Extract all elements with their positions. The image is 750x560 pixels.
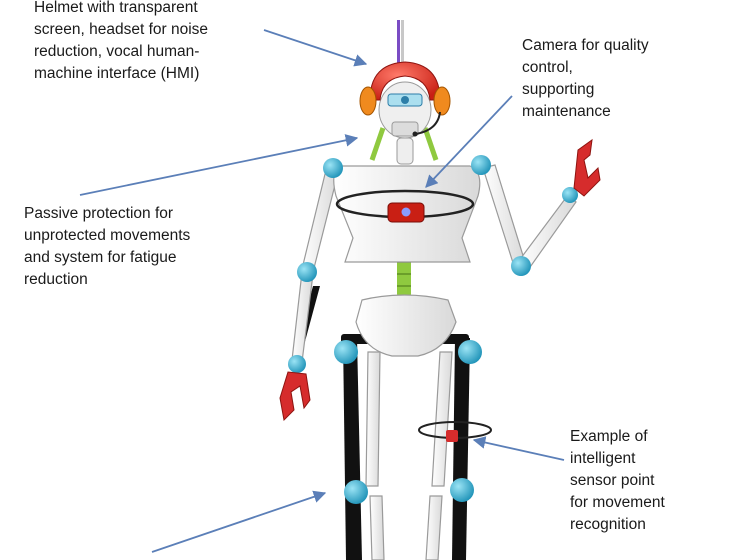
joint-left-elbow — [297, 262, 317, 282]
joint-right-elbow — [511, 256, 531, 276]
neck — [396, 137, 414, 165]
left-hand — [279, 371, 311, 422]
legs — [365, 351, 453, 560]
hands — [279, 138, 601, 422]
joint-left-shoulder — [323, 158, 343, 178]
helmet-label-line: reduction, vocal human- — [34, 43, 200, 60]
thigh-sensor — [418, 421, 492, 442]
joint-right-wrist — [562, 187, 578, 203]
camera-label-line: supporting — [522, 81, 595, 98]
joint-right-shoulder — [471, 155, 491, 175]
neck-support — [369, 127, 439, 161]
right-earcup — [433, 86, 451, 116]
camera-label: Camera for quality control, supporting m… — [522, 35, 649, 123]
arrow-sensor — [472, 436, 565, 461]
joint-right-hip — [458, 340, 482, 364]
helmet-label-line: Helmet with transparent — [34, 0, 198, 16]
camera-label-line: maintenance — [522, 103, 611, 120]
protection-label-line: unprotected movements — [24, 227, 191, 244]
pelvis — [355, 294, 457, 357]
camera-label-line: Camera for quality — [522, 37, 649, 54]
sensor-label-line: sensor point — [570, 472, 655, 489]
sensor-label: Example of intelligent sensor point for … — [570, 426, 665, 536]
joints — [288, 155, 578, 504]
arrow-protection — [79, 134, 359, 196]
arrow-helmet — [263, 29, 368, 67]
camera-label-line: control, — [522, 59, 573, 76]
frame-left-leg — [343, 338, 362, 560]
joint-left-knee — [344, 480, 368, 504]
chest-camera — [387, 202, 425, 223]
arrow-camera — [425, 95, 513, 188]
protection-label: Passive protection for unprotected movem… — [24, 203, 190, 291]
helmet-cable — [397, 20, 404, 68]
callout-arrows — [79, 29, 565, 553]
head — [378, 81, 432, 139]
joint-right-knee — [450, 478, 474, 502]
arrow-bottom — [151, 490, 327, 553]
sensor-label-line: recognition — [570, 516, 646, 533]
helmet-label-line: screen, headset for noise — [34, 21, 209, 38]
microphone — [415, 111, 441, 135]
joint-left-hip — [334, 340, 358, 364]
helmet-label: Helmet with transparent screen, headset … — [34, 0, 208, 85]
joint-left-wrist — [288, 355, 306, 373]
sensor-label-line: intelligent — [570, 450, 636, 467]
frame-right-leg — [452, 338, 470, 560]
sensor-label-line: Example of — [570, 428, 648, 445]
helmet — [359, 61, 451, 137]
helmet-label-line: machine interface (HMI) — [34, 65, 200, 82]
sensor-label-line: for movement — [570, 494, 665, 511]
protection-label-line: reduction — [24, 271, 88, 288]
right-hand — [573, 138, 601, 197]
protection-label-line: Passive protection for — [24, 205, 174, 222]
left-earcup — [359, 86, 377, 116]
protection-label-line: and system for fatigue — [24, 249, 177, 266]
